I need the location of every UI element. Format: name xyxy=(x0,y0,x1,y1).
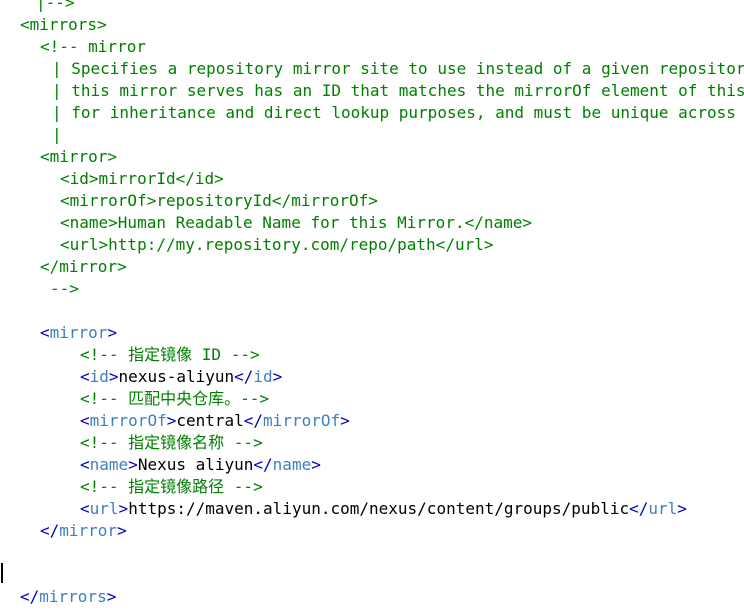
code-token: > xyxy=(311,455,321,474)
code-token: mirrorOf xyxy=(263,411,341,430)
code-token: </ xyxy=(629,499,649,518)
code-line: <mirrors> xyxy=(20,14,107,36)
code-token: <!-- mirror xyxy=(40,37,146,56)
code-token: > xyxy=(107,323,118,342)
code-line: <!-- mirror xyxy=(40,36,146,58)
code-token: Nexus aliyun xyxy=(137,455,254,474)
code-token: <!-- 指定镜像名称 --> xyxy=(80,433,263,452)
code-line: |--> xyxy=(36,0,75,14)
code-line: </mirrors> xyxy=(20,586,116,608)
code-token: < xyxy=(80,455,90,474)
code-token: </mirror> xyxy=(40,257,127,276)
code-token: central xyxy=(176,411,244,430)
code-line: <name>Human Readable Name for this Mirro… xyxy=(60,212,532,234)
code-token: </ xyxy=(234,367,254,386)
code-token: <!-- 匹配中央仓库。--> xyxy=(80,389,270,408)
code-token: name xyxy=(89,455,129,474)
code-token: name xyxy=(272,455,312,474)
code-line: <name>Nexus aliyun</name> xyxy=(80,454,321,476)
code-token: --> xyxy=(50,279,79,298)
code-token: url xyxy=(89,499,119,518)
code-token: | this mirror serves has an ID that matc… xyxy=(52,81,744,100)
code-line: <!-- 指定镜像路径 --> xyxy=(80,476,263,498)
code-token: <id>mirrorId</id> xyxy=(60,169,224,188)
code-line: <id>mirrorId</id> xyxy=(60,168,224,190)
code-token: < xyxy=(80,499,90,518)
code-token: <mirrorOf>repositoryId</mirrorOf> xyxy=(60,191,378,210)
code-token: <mirror> xyxy=(40,147,118,166)
code-token: > xyxy=(166,411,177,430)
code-token: < xyxy=(40,323,50,342)
code-token: id xyxy=(89,367,109,386)
code-line: </mirror> xyxy=(40,256,127,278)
code-token: > xyxy=(128,455,138,474)
code-token: mirror xyxy=(49,323,108,342)
code-token: > xyxy=(340,411,350,430)
code-line: | xyxy=(52,124,62,146)
code-token: <!-- 指定镜像 ID --> xyxy=(80,345,260,364)
code-token: </ xyxy=(20,587,40,606)
code-token: <url>http://my.repository.com/repo/path<… xyxy=(60,235,494,254)
code-token: > xyxy=(272,367,283,386)
code-line: <url>http://my.repository.com/repo/path<… xyxy=(60,234,493,256)
code-token: | for inheritance and direct lookup purp… xyxy=(52,103,736,122)
code-line: | this mirror serves has an ID that matc… xyxy=(52,80,744,102)
code-line: <mirror> xyxy=(40,146,117,168)
code-line: <!-- 指定镜像 ID --> xyxy=(80,344,260,366)
code-token: nexus-aliyun xyxy=(118,367,235,386)
code-token: url xyxy=(648,499,678,518)
code-line: | for inheritance and direct lookup purp… xyxy=(52,102,744,124)
code-token: <name>Human Readable Name for this Mirro… xyxy=(60,213,533,232)
code-token: | xyxy=(52,125,62,144)
code-token: mirror xyxy=(59,521,118,540)
code-token: | Specifies a repository mirror site to … xyxy=(52,59,744,78)
code-token: </ xyxy=(243,411,264,430)
text-caret xyxy=(1,563,3,583)
code-line: | Specifies a repository mirror site to … xyxy=(52,58,744,80)
code-line: <mirror> xyxy=(40,322,117,344)
code-line: </mirror> xyxy=(40,520,127,542)
code-token: > xyxy=(117,521,127,540)
code-token: |--> xyxy=(36,0,75,12)
code-line: --> xyxy=(50,278,79,300)
code-token: < xyxy=(80,411,90,430)
code-token: https://maven.aliyun.com/nexus/content/g… xyxy=(128,499,630,518)
code-line: <id>nexus-aliyun</id> xyxy=(80,366,282,388)
code-token: > xyxy=(677,499,687,518)
code-token: > xyxy=(108,367,119,386)
code-token: </ xyxy=(253,455,273,474)
code-token: mirrors xyxy=(39,587,107,606)
code-token: <mirrors> xyxy=(20,15,107,34)
code-token: < xyxy=(80,367,90,386)
code-token: > xyxy=(106,587,117,606)
code-token: > xyxy=(118,499,129,518)
code-token: <!-- 指定镜像路径 --> xyxy=(80,477,263,496)
code-token: mirrorOf xyxy=(89,411,167,430)
code-line: <url>https://maven.aliyun.com/nexus/cont… xyxy=(80,498,687,520)
code-line: <!-- 匹配中央仓库。--> xyxy=(80,388,269,410)
code-line: <mirrorOf>central</mirrorOf> xyxy=(80,410,350,432)
code-token: </ xyxy=(40,521,60,540)
code-token: id xyxy=(253,367,273,386)
code-line: <!-- 指定镜像名称 --> xyxy=(80,432,263,454)
code-line: <mirrorOf>repositoryId</mirrorOf> xyxy=(60,190,378,212)
